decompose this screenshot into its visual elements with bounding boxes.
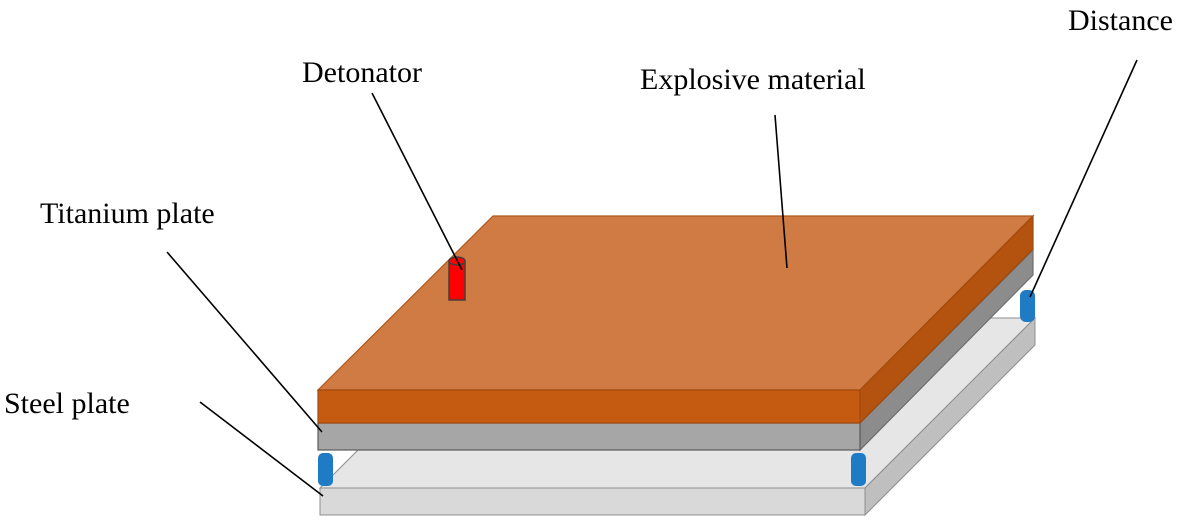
steel-plate-front [319,487,866,516]
detonator-label: Detonator [302,56,422,89]
explosive-layer [316,214,1035,425]
spacer-front-right [851,453,866,486]
spacer-back-right [1020,290,1035,322]
explosive-leader-line [774,114,788,269]
titanium-label: Titanium plate [40,197,215,230]
detonator-body [448,260,466,301]
titanium-plate-front [317,422,861,451]
steel-leader-line [199,401,324,497]
explosive-label: Explosive material [640,63,866,96]
detonator-leader-line [371,92,463,271]
titanium-leader-line [166,251,323,433]
explosive-layer-front [317,389,861,424]
distance-leader-line [1029,59,1138,298]
spacer-front-left [318,453,333,486]
steel-label: Steel plate [4,387,130,420]
titanium-plate [317,248,1034,452]
detonator [448,256,466,301]
distance-label: Distance [1068,4,1173,37]
